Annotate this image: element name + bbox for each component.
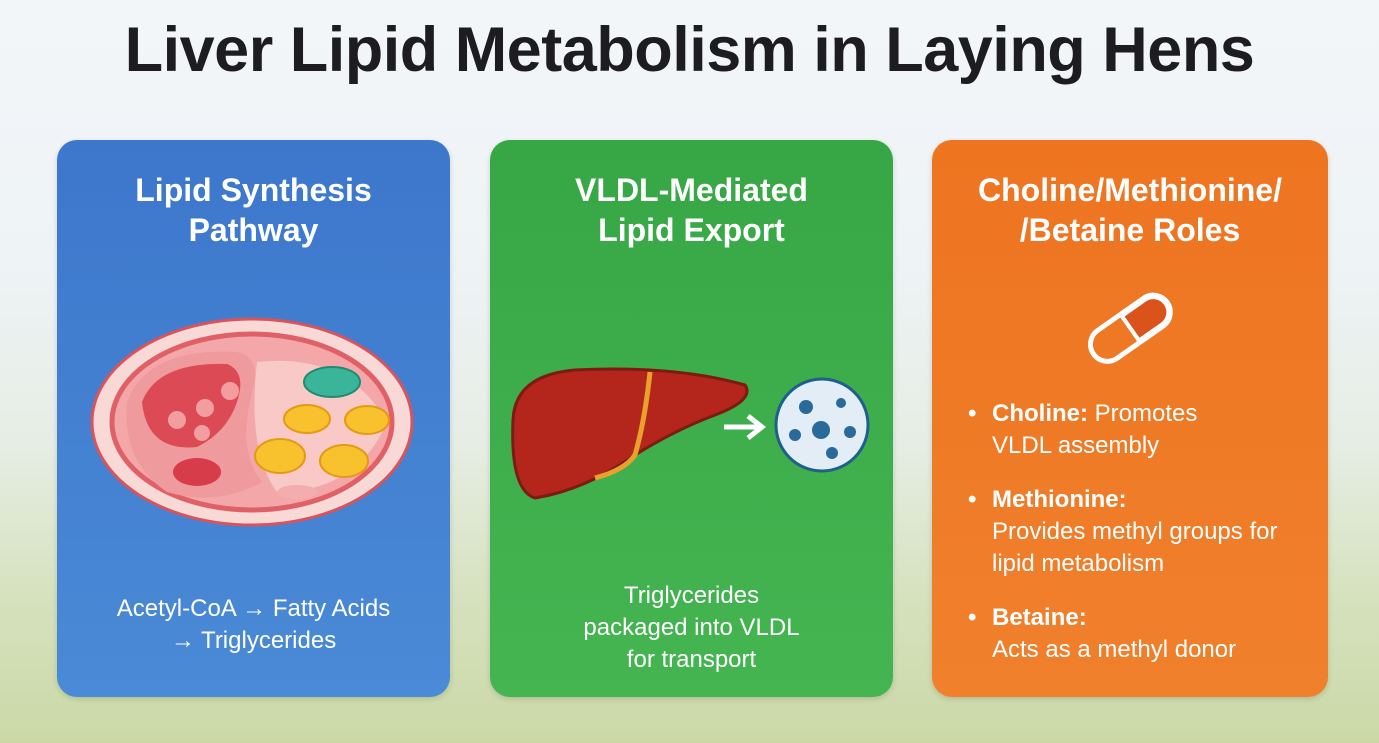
vldl-particle-icon xyxy=(774,377,870,473)
card-title-line: Choline/Methionine/ xyxy=(978,172,1282,208)
card-title: Choline/Methionine/ /Betaine Roles xyxy=(932,170,1328,250)
liver-icon xyxy=(511,367,749,500)
bullet-betaine: • Betaine: Acts as a methyl donor xyxy=(968,602,1312,666)
bullet-desc: Provides methyl groups for lipid metabol… xyxy=(992,518,1278,577)
nutrient-list: • Choline: Promotes VLDL assembly • Meth… xyxy=(968,398,1312,688)
arrow-right-icon xyxy=(724,414,767,440)
card-lipid-synthesis: Lipid Synthesis Pathway Acetyl-CoA → Fat… xyxy=(57,140,450,697)
bullet-term: Methionine: xyxy=(992,486,1127,513)
pathway-text: Acetyl-CoA → Fatty Acids → Triglycerides xyxy=(57,593,450,657)
bullet-term: Choline: xyxy=(992,400,1088,427)
card-vldl-export: VLDL-Mediated Lipid Export Triglycerides… xyxy=(490,140,893,697)
pathway-line: → Triglycerides xyxy=(170,627,337,654)
bullet-dot-icon: • xyxy=(968,400,977,427)
card-title-line: VLDL-Mediated xyxy=(575,172,808,208)
pathway-line: Acetyl-CoA → Fatty Acids xyxy=(116,595,391,622)
bullet-choline: • Choline: Promotes VLDL assembly xyxy=(968,398,1252,462)
bullet-dot-icon: • xyxy=(968,604,977,631)
hepatocyte-cell-icon xyxy=(90,317,414,527)
capsule-icon xyxy=(1087,292,1173,364)
bullet-term: Betaine: xyxy=(992,604,1087,631)
card-title: VLDL-Mediated Lipid Export xyxy=(490,170,893,250)
bullet-dot-icon: • xyxy=(968,486,977,513)
bullet-desc: Acts as a methyl donor xyxy=(992,636,1237,663)
card-title-line: Pathway xyxy=(188,212,319,248)
card-title-line: Lipid Export xyxy=(598,212,785,248)
card-title-line: /Betaine Roles xyxy=(1019,212,1241,248)
export-line: for transport xyxy=(626,646,757,673)
export-line: Triglycerides xyxy=(623,582,760,609)
card-title: Lipid Synthesis Pathway xyxy=(57,170,450,250)
page-title: Liver Lipid Metabolism in Laying Hens xyxy=(124,15,1255,85)
bullet-methionine: • Methionine: Provides methyl groups for … xyxy=(968,484,1312,580)
card-title-line: Lipid Synthesis xyxy=(135,172,372,208)
bullet-desc: Promotes VLDL assembly xyxy=(992,400,1198,459)
export-line: packaged into VLDL xyxy=(583,614,800,641)
export-text: Triglycerides packaged into VLDL for tra… xyxy=(490,580,893,676)
card-nutrient-roles: Choline/Methionine/ /Betaine Roles • Cho… xyxy=(932,140,1328,697)
